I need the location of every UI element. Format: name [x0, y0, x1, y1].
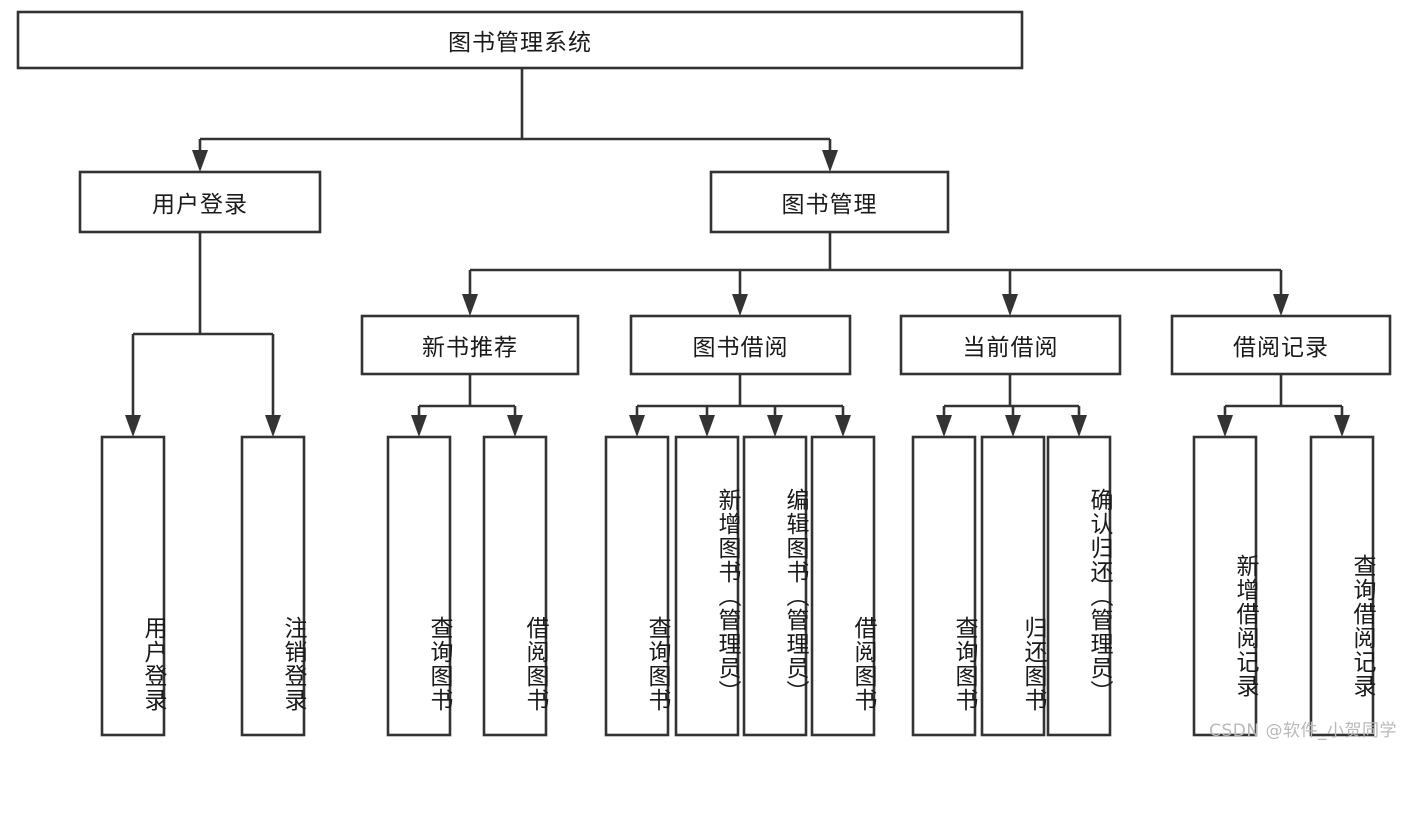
node-box-leaf-query-book-1[interactable]: [386, 435, 452, 737]
arrow-root-to-book-manage: [822, 150, 838, 172]
node-box-leaf-query-book-3[interactable]: [911, 435, 977, 737]
connector-user-login-to-leaves: [131, 232, 275, 425]
node-box-book-borrow[interactable]: [629, 314, 852, 376]
arrow-to-leaf-edit-book: [767, 415, 783, 437]
node-box-leaf-add-book[interactable]: [674, 435, 740, 737]
arrow-to-leaf-borrow-book-1: [507, 415, 523, 437]
arrow-to-leaf-query-book-2: [629, 415, 645, 437]
node-box-leaf-add-record[interactable]: [1192, 435, 1258, 737]
connector-book-manage-to-level3: [468, 232, 1283, 304]
arrow-to-leaf-add-book: [699, 415, 715, 437]
node-box-leaf-logout-login[interactable]: [240, 435, 306, 737]
arrow-to-leaf-query-book-1: [411, 415, 427, 437]
arrow-to-current-borrow: [1002, 294, 1018, 316]
arrow-to-leaf-return-book: [1005, 415, 1021, 437]
node-box-leaf-borrow-book-2[interactable]: [810, 435, 876, 737]
diagram-canvas: 图书管理系统 用户登录 图书管理 新书推荐 图书借阅 当前借阅 借阅记录 用户登…: [16, 10, 1397, 741]
node-box-root[interactable]: [16, 10, 1024, 70]
arrow-to-leaf-user-login: [125, 415, 141, 437]
arrow-to-leaf-borrow-book-2: [835, 415, 851, 437]
arrow-to-leaf-add-record: [1217, 415, 1233, 437]
node-box-new-book-recommend[interactable]: [360, 314, 580, 376]
node-box-leaf-confirm-return[interactable]: [1046, 435, 1112, 737]
node-box-current-borrow[interactable]: [899, 314, 1122, 376]
connector-layer: [125, 68, 1350, 437]
arrow-root-to-user-login: [192, 150, 208, 172]
node-box-leaf-user-login[interactable]: [100, 435, 166, 737]
arrow-to-leaf-confirm-return: [1071, 415, 1087, 437]
node-box-layer: [16, 10, 1392, 737]
arrow-to-leaf-query-book-3: [936, 415, 952, 437]
node-box-user-login[interactable]: [78, 170, 322, 234]
node-box-leaf-edit-book[interactable]: [742, 435, 808, 737]
arrow-to-leaf-logout-login: [265, 415, 281, 437]
connector-new-book-recommend-to-leaves: [417, 374, 517, 425]
arrow-to-leaf-query-record: [1334, 415, 1350, 437]
node-box-leaf-return-book[interactable]: [980, 435, 1046, 737]
connector-borrow-record-to-leaves: [1223, 374, 1344, 425]
csdn-watermark: CSDN @软件_小贺同学: [1209, 721, 1397, 741]
hierarchy-tree-svg: [16, 10, 1392, 737]
node-box-leaf-borrow-book-1[interactable]: [482, 435, 548, 737]
connector-root-to-level2: [198, 68, 832, 160]
node-box-borrow-record[interactable]: [1170, 314, 1392, 376]
node-box-leaf-query-book-2[interactable]: [604, 435, 670, 737]
node-box-leaf-query-record[interactable]: [1309, 435, 1375, 737]
arrow-to-borrow-record: [1273, 294, 1289, 316]
connector-book-borrow-to-leaves: [635, 374, 845, 425]
arrow-to-book-borrow: [732, 294, 748, 316]
node-box-book-manage[interactable]: [709, 170, 950, 234]
arrow-to-new-book-recommend: [462, 294, 478, 316]
